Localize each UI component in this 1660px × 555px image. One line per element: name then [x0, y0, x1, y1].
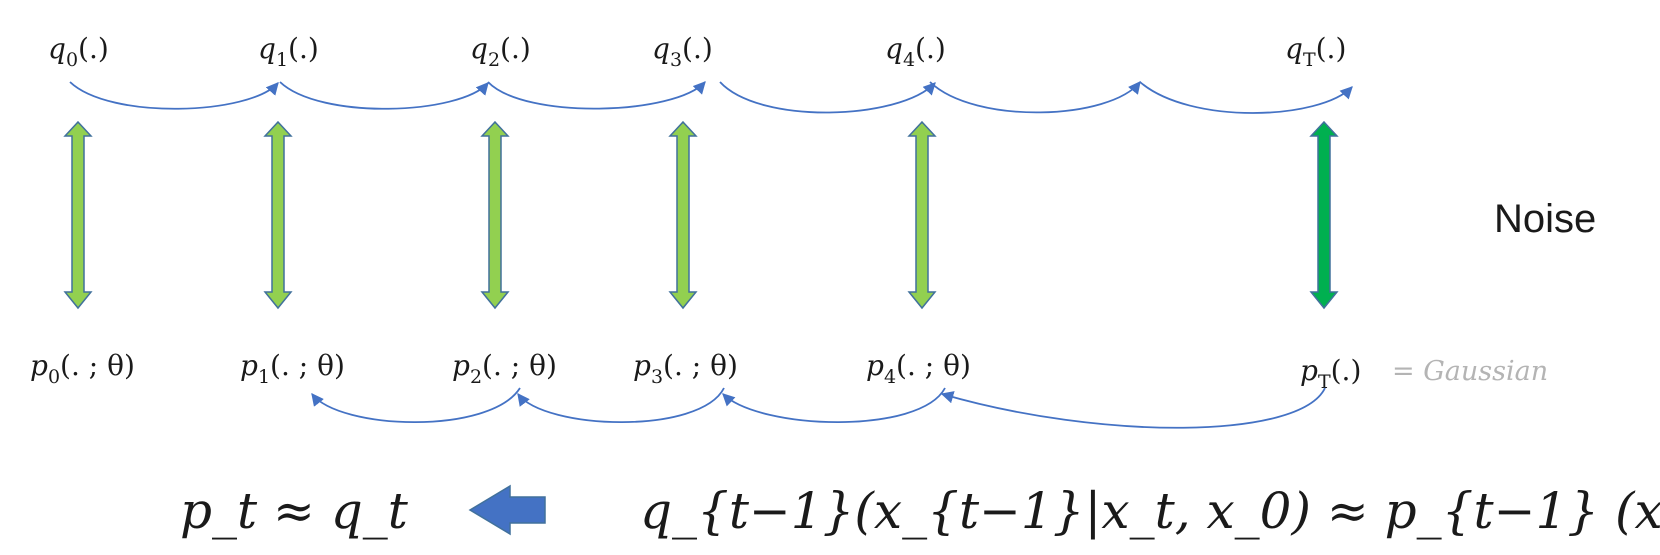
q-node-T: qT(.) [1285, 32, 1346, 71]
forward-curve-2-3 [487, 81, 706, 110]
p-node-2: p2(. ; θ) [452, 349, 557, 388]
forward-curve-3-4 [719, 81, 936, 114]
p-node-3: p3(. ; θ) [633, 349, 738, 388]
q-node-0: q0(.) [48, 32, 109, 71]
double-headed-arrow-icon [668, 120, 698, 310]
double-headed-arrow-icon [1309, 120, 1339, 310]
left-formula: p_t ≈ q_t [180, 482, 409, 540]
bottom-formulas: p_t ≈ q_t q_{t−1}(x_{t−1}|x_t, x_0) ≈ p_… [180, 482, 1660, 540]
p-node-T: pT(.) [1300, 354, 1361, 393]
p-node-1: p1(. ; θ) [240, 349, 345, 388]
reverse-curve-3-2 [517, 387, 725, 424]
double-headed-arrow-icon [480, 120, 510, 310]
p-node-0: p0(. ; θ) [30, 349, 135, 388]
double-headed-arrow-icon [907, 120, 937, 310]
reverse-curve-4-3 [722, 387, 946, 423]
forward-curve-1-2 [279, 81, 489, 110]
reverse-curves [311, 387, 1326, 429]
left-arrow-icon [468, 484, 546, 536]
noise-label: Noise [1494, 197, 1596, 241]
forward-curves [69, 81, 1353, 114]
forward-curve-5-T [1139, 81, 1353, 114]
q-node-3: q3(.) [652, 32, 713, 71]
q-node-4: q4(.) [885, 32, 946, 71]
gaussian-note: = Gaussian [1392, 356, 1548, 387]
double-headed-arrow-icon [263, 120, 293, 310]
vertical-arrows [63, 120, 1339, 310]
forward-curve-0-1 [69, 81, 279, 110]
reverse-curve-T-4 [940, 387, 1326, 429]
forward-row: q0(.) q1(.) q2(.) q3(.) q4(.) qT(.) [48, 32, 1346, 71]
double-headed-arrow-icon [63, 120, 93, 310]
reverse-row: p0(. ; θ) p1(. ; θ) p2(. ; θ) p3(. ; θ) … [30, 349, 1548, 393]
forward-curve-4-5 [929, 81, 1141, 114]
right-formula: q_{t−1}(x_{t−1}|x_t, x_0) ≈ p_{t−1} (x_{… [640, 482, 1660, 540]
reverse-curve-2-1 [311, 387, 521, 424]
p-node-4: p4(. ; θ) [866, 349, 971, 388]
q-node-1: q1(.) [258, 32, 319, 71]
q-node-2: q2(.) [470, 32, 531, 71]
